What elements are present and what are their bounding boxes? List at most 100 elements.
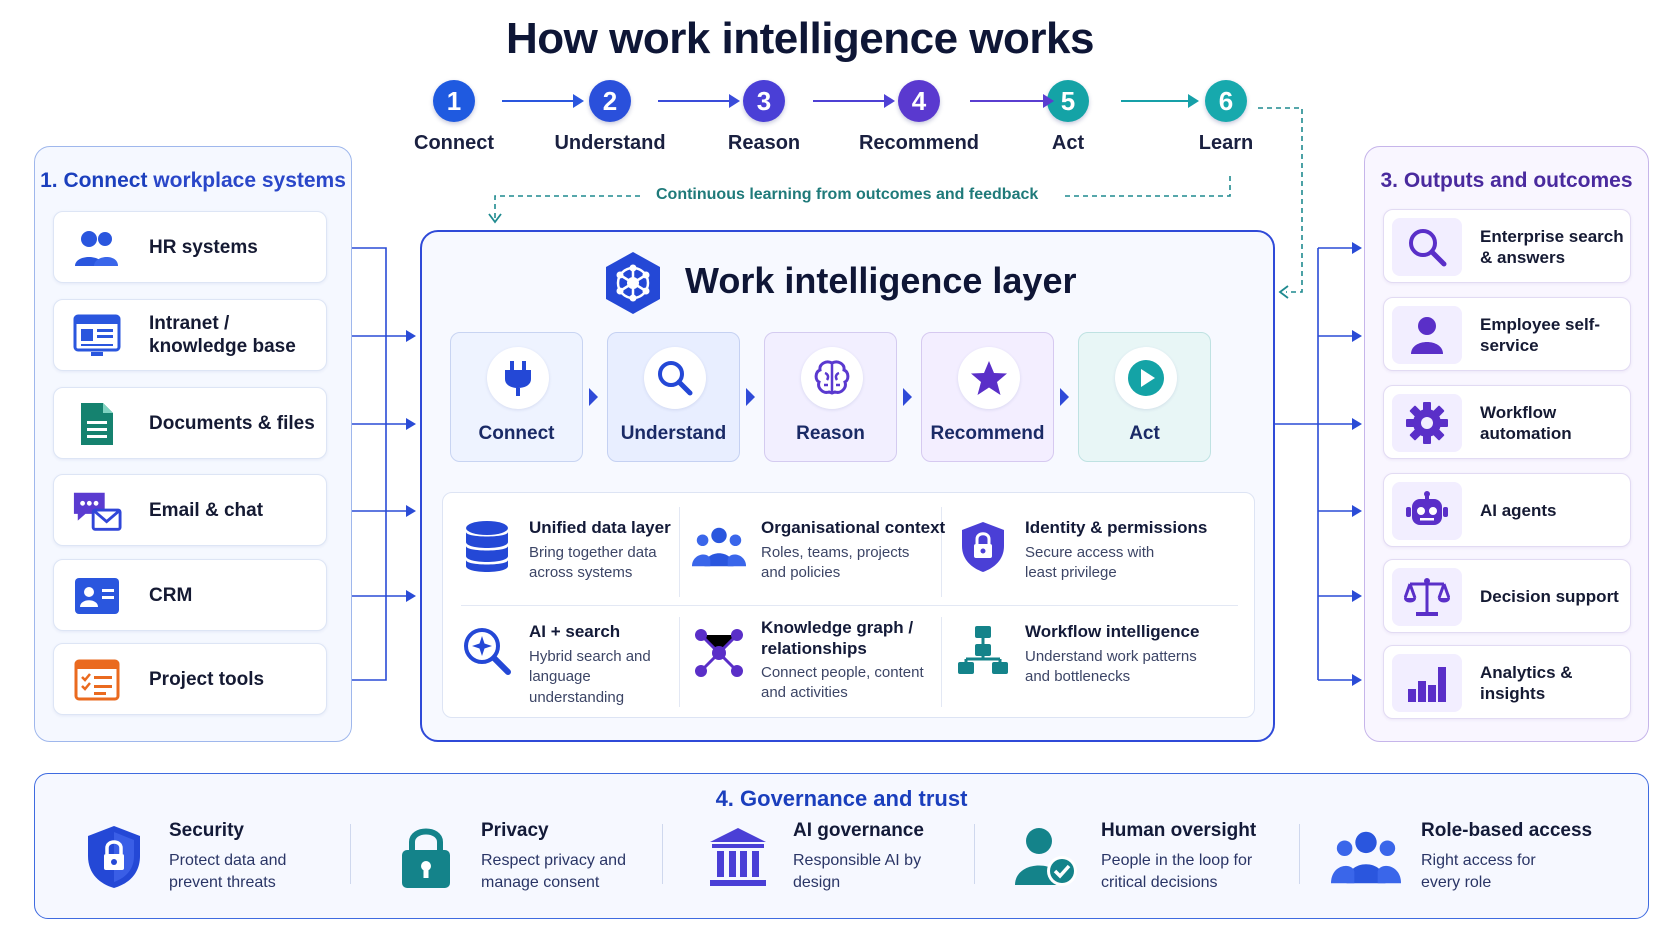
flow-act[interactable]: Act xyxy=(1078,332,1211,462)
output-decision-support[interactable]: Decision support xyxy=(1383,559,1631,633)
governance-item-title: Privacy xyxy=(481,820,549,841)
output-label: Enterprise search & answers xyxy=(1480,226,1624,267)
source-label: CRM xyxy=(149,584,193,606)
capability-desc: Roles, teams, projects and policies xyxy=(761,544,910,582)
capability-title: Workflow intelligence xyxy=(1025,622,1200,641)
flow-label: Recommend xyxy=(930,423,1045,444)
checklist-icon xyxy=(72,658,122,702)
person-icon xyxy=(1392,306,1462,364)
shield-lock-icon xyxy=(955,519,1011,575)
chevron-right-icon xyxy=(1060,388,1069,406)
work-intelligence-layer-panel: Work intelligence layer Connect Understa… xyxy=(420,230,1275,742)
capability-desc: Hybrid search and language understanding xyxy=(529,648,651,706)
org-flow-icon xyxy=(955,623,1011,679)
flow-label: Act xyxy=(1129,423,1160,444)
output-label: Employee self-service xyxy=(1480,314,1600,355)
search-icon xyxy=(1392,218,1462,276)
page-title: How work intelligence works xyxy=(506,14,1094,63)
governance-human-oversight: Human oversight People in the loop for c… xyxy=(1011,816,1291,906)
output-analytics-insights[interactable]: Analytics & insights xyxy=(1383,645,1631,719)
source-documents[interactable]: Documents & files xyxy=(53,387,327,459)
chat-mail-icon xyxy=(72,489,122,533)
source-crm[interactable]: CRM xyxy=(53,559,327,631)
source-systems-panel: 1. Connect workplace systems HR systems … xyxy=(34,146,352,742)
divider xyxy=(461,605,1238,606)
bar-chart-icon xyxy=(1392,654,1462,712)
governance-title: 4. Governance and trust xyxy=(715,786,968,811)
graph-nodes-icon xyxy=(691,625,747,681)
output-enterprise-search[interactable]: Enterprise search & answers xyxy=(1383,209,1631,283)
output-label: Analytics & insights xyxy=(1480,662,1573,703)
source-email-chat[interactable]: Email & chat xyxy=(53,474,327,546)
governance-privacy: Privacy Respect privacy and manage conse… xyxy=(391,816,651,906)
source-intranet[interactable]: Intranet / knowledge base xyxy=(53,299,327,371)
source-label: Project tools xyxy=(149,668,265,690)
flow-understand[interactable]: Understand xyxy=(607,332,740,462)
step-label: Reason xyxy=(727,132,801,154)
source-label: HR systems xyxy=(149,236,258,258)
shield-lock-icon xyxy=(79,822,149,892)
governance-role-based-access: Role-based access Right access for every… xyxy=(1331,816,1611,906)
divider xyxy=(679,507,680,597)
governance-item-desc: People in the loop for critical decision… xyxy=(1101,852,1253,892)
output-employee-self-service[interactable]: Employee self-service xyxy=(1383,297,1631,371)
panel-title: 3. Outputs and outcomes xyxy=(1380,169,1633,192)
step-arrow xyxy=(658,94,740,108)
flow-recommend[interactable]: Recommend xyxy=(921,332,1054,462)
browser-icon xyxy=(72,314,122,358)
divider xyxy=(941,617,942,707)
flow-reason[interactable]: Reason xyxy=(764,332,897,462)
step-number: 1 xyxy=(433,80,475,122)
governance-ai-governance: AI governance Responsible AI by design xyxy=(703,816,963,906)
output-workflow-automation[interactable]: Workflow automation xyxy=(1383,385,1631,459)
governance-item-title: Human oversight xyxy=(1101,820,1257,841)
step-number: 4 xyxy=(898,80,940,122)
team-icon xyxy=(691,519,747,575)
divider xyxy=(350,824,351,884)
source-label: Email & chat xyxy=(149,499,264,521)
panel-title-number: 1. Connect xyxy=(40,169,148,192)
padlock-icon xyxy=(391,822,461,892)
source-label: Documents & files xyxy=(149,412,315,434)
governance-item-title: Security xyxy=(169,820,244,841)
governance-security: Security Protect data and prevent threat… xyxy=(79,816,339,906)
divider xyxy=(1299,824,1300,884)
output-ai-agents[interactable]: AI agents xyxy=(1383,473,1631,547)
capability-title: Organisational context xyxy=(761,518,946,537)
divider xyxy=(941,507,942,597)
output-label: Workflow automation xyxy=(1480,402,1572,443)
step-number: 6 xyxy=(1205,80,1247,122)
brain-icon xyxy=(801,347,863,409)
output-label: Decision support xyxy=(1480,587,1619,607)
source-hr-systems[interactable]: HR systems xyxy=(53,211,327,283)
step-label: Learn xyxy=(1198,132,1254,154)
step-label: Act xyxy=(1051,132,1085,154)
flow-connect[interactable]: Connect xyxy=(450,332,583,462)
group-icon xyxy=(1331,822,1401,892)
gear-icon xyxy=(1392,394,1462,452)
step-arrow xyxy=(813,94,895,108)
step-label: Connect xyxy=(414,132,494,154)
chevron-right-icon xyxy=(589,388,598,406)
capability-desc: Connect people, content and activities xyxy=(761,664,924,702)
panel-title: 1. Connect workplace systems xyxy=(35,169,351,193)
magnifier-icon xyxy=(644,347,706,409)
step-label: Understand xyxy=(554,132,666,154)
step-number: 2 xyxy=(589,80,631,122)
flow-label: Understand xyxy=(620,423,727,444)
step-arrow xyxy=(502,94,584,108)
flow-label: Connect xyxy=(478,423,555,444)
robot-icon xyxy=(1392,482,1462,540)
output-label: AI agents xyxy=(1480,501,1557,521)
capability-desc: Secure access with least privilege xyxy=(1025,544,1155,582)
scales-icon xyxy=(1392,568,1462,626)
network-hexagon-icon xyxy=(602,250,664,321)
governance-item-desc: Respect privacy and manage consent xyxy=(481,852,626,892)
source-project-tools[interactable]: Project tools xyxy=(53,643,327,715)
divider xyxy=(662,824,663,884)
